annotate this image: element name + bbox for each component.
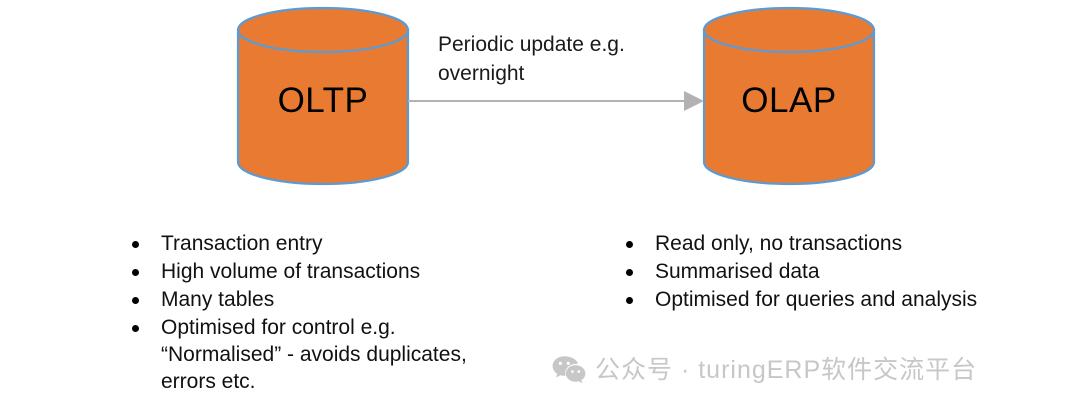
bullet-dot-icon: [132, 297, 139, 304]
bullet-dot-icon: [132, 325, 139, 332]
wechat-icon: [552, 355, 586, 385]
olap-cylinder-label: OLAP: [741, 81, 837, 120]
watermark-text: 公众号 · turingERP软件交流平台: [595, 355, 978, 384]
list-item: Summarised data: [624, 258, 984, 285]
oltp-bullet-list: Transaction entry High volume of transac…: [130, 230, 500, 396]
list-item: Optimised for queries and analysis: [624, 286, 984, 313]
list-item: Transaction entry: [130, 230, 500, 257]
oltp-cylinder-label: OLTP: [277, 81, 369, 120]
list-item: Read only, no transactions: [624, 230, 984, 257]
arrow-label-line-2: overnight: [438, 62, 525, 85]
bullet-dot-icon: [626, 241, 633, 248]
list-item-label: High volume of transactions: [161, 260, 421, 283]
arrow-label-line-1: Periodic update e.g.: [438, 33, 625, 56]
bullet-dot-icon: [132, 241, 139, 248]
cylinder-shape: [236, 6, 410, 186]
list-item: Many tables: [130, 286, 500, 313]
list-item-label: Optimised for control e.g. “Normalised” …: [161, 316, 467, 393]
bullet-dot-icon: [626, 297, 633, 304]
oltp-cylinder[interactable]: OLTP: [236, 6, 410, 186]
list-item-label: Many tables: [161, 288, 275, 311]
list-item-label: Transaction entry: [161, 232, 323, 255]
arrow-icon: [408, 91, 704, 111]
list-item: High volume of transactions: [130, 258, 500, 285]
olap-bullet-list: Read only, no transactions Summarised da…: [624, 230, 984, 314]
watermark: 公众号 · turingERP软件交流平台: [552, 355, 977, 385]
cylinder-shape: [702, 6, 876, 186]
list-item-label: Optimised for queries and analysis: [655, 288, 978, 311]
flow-arrow: [408, 88, 704, 114]
bullet-dot-icon: [132, 269, 139, 276]
bullet-dot-icon: [626, 269, 633, 276]
list-item-label: Summarised data: [655, 260, 820, 283]
list-item: Optimised for control e.g. “Normalised” …: [130, 314, 500, 395]
olap-cylinder[interactable]: OLAP: [702, 6, 876, 186]
arrow-label: Periodic update e.g. overnight: [438, 30, 678, 88]
list-item-label: Read only, no transactions: [655, 232, 903, 255]
